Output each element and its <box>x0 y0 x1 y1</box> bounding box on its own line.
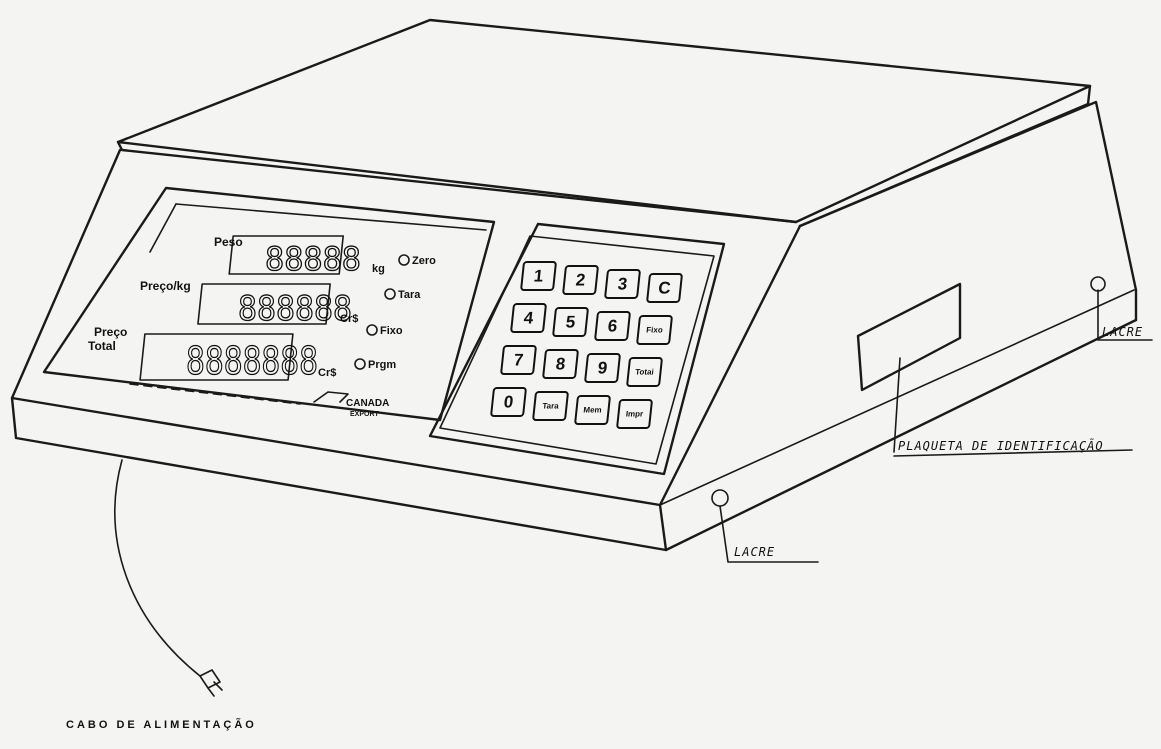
cabo-callout: CABO DE ALIMENTAÇÃO <box>66 718 257 731</box>
key-label: Mem <box>583 406 602 415</box>
key-mem[interactable]: Mem <box>574 395 611 425</box>
key-7[interactable]: 7 <box>500 345 537 375</box>
key-label: 1 <box>533 267 544 286</box>
lacre-front-callout: LACRE <box>734 545 775 559</box>
key-label: 8 <box>555 355 566 374</box>
key-label: C <box>657 279 671 298</box>
fixo-lamp-icon <box>366 324 378 336</box>
key-4[interactable]: 4 <box>510 303 547 333</box>
zero-lamp-icon <box>398 254 410 266</box>
tara-lamp-icon <box>384 288 396 300</box>
key-3[interactable]: 3 <box>604 269 641 299</box>
seal-front-icon <box>711 489 729 507</box>
key-label: 9 <box>597 359 608 378</box>
plug-icon <box>199 669 221 689</box>
key-label: Fixo <box>646 326 663 335</box>
key-label: Tara <box>542 402 560 411</box>
lacre-front-seal <box>711 489 819 563</box>
preco-kg-label: Preço/kg <box>140 279 191 293</box>
key-label: 2 <box>575 271 586 290</box>
lacre-right-callout: LACRE <box>1102 325 1143 339</box>
key-2[interactable]: 2 <box>562 265 599 295</box>
preco-kg-digits: 888888 <box>238 289 352 329</box>
preco-total-unit: Cr$ <box>318 367 336 379</box>
key-label: 0 <box>503 393 514 412</box>
key-c[interactable]: C <box>646 273 683 303</box>
key-label: Totai <box>635 368 654 377</box>
key-label: 7 <box>513 351 524 370</box>
key-1[interactable]: 1 <box>520 261 557 291</box>
prgm-indicator-label: Prgm <box>368 359 396 371</box>
scale-platform <box>116 18 1092 228</box>
seal-right-icon <box>1090 276 1106 292</box>
key-8[interactable]: 8 <box>542 349 579 379</box>
key-label: 3 <box>617 275 628 294</box>
preco-kg-unit: Cr$ <box>340 313 358 325</box>
peso-label: Peso <box>214 235 243 249</box>
key-0[interactable]: 0 <box>490 387 527 417</box>
key-9[interactable]: 9 <box>584 353 621 383</box>
display-windows <box>139 235 344 381</box>
fixo-indicator-label: Fixo <box>380 325 403 337</box>
brand-subtitle: EXPORT <box>350 411 380 418</box>
key-label: 6 <box>607 317 618 336</box>
key-tara[interactable]: Tara <box>532 391 569 421</box>
preco-total-label-1: Preço <box>94 325 127 339</box>
brand-logo-icon <box>313 391 349 403</box>
peso-digits: 88888 <box>265 240 361 278</box>
key-impr[interactable]: Impr <box>616 399 653 429</box>
key-6[interactable]: 6 <box>594 311 631 341</box>
zero-indicator-label: Zero <box>412 255 436 267</box>
lacre-right-seal <box>1090 276 1153 341</box>
tara-indicator-label: Tara <box>398 289 421 301</box>
preco-total-digits: 8888888 <box>186 339 318 383</box>
key-label: 4 <box>523 309 535 328</box>
display-footnote-print <box>129 383 301 405</box>
key-label: 5 <box>565 313 576 332</box>
display-panel <box>42 186 496 422</box>
prgm-lamp-icon <box>354 358 366 370</box>
keypad-keys: 1 2 3 C 4 5 6 Fixo 7 8 9 Totai 0 Tara Mem Impr <box>490 261 683 429</box>
brand-name: CANADA <box>346 398 389 409</box>
key-5[interactable]: 5 <box>552 307 589 337</box>
indicator-lamps: Zero Tara Fixo Prgm <box>354 254 436 371</box>
preco-total-label-2: Total <box>88 339 116 353</box>
key-totai[interactable]: Totai <box>626 357 663 387</box>
key-fixo[interactable]: Fixo <box>636 315 673 345</box>
plaqueta-callout: PLAQUETA DE IDENTIFICAÇÃO <box>898 438 1104 453</box>
key-label: Impr <box>625 410 643 419</box>
identification-plate <box>856 282 1133 457</box>
keypad-panel <box>428 222 726 476</box>
power-cable <box>114 459 223 697</box>
peso-unit: kg <box>372 263 385 275</box>
